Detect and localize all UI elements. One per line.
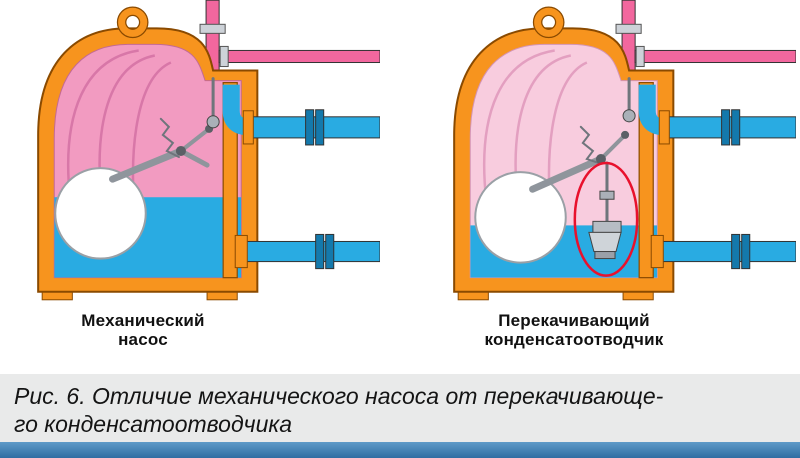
right-pump-label-line2: конденсатоотводчик bbox=[484, 330, 664, 350]
condensate-trap-figure: Перекачивающий конденсатоотводчик bbox=[400, 0, 800, 370]
footer-accent-bar bbox=[0, 442, 800, 458]
lower-inlet-pipe bbox=[650, 233, 796, 270]
right-pump-label: Перекачивающий конденсатоотводчик bbox=[424, 311, 724, 349]
lower-inlet-pipe bbox=[234, 233, 380, 270]
linkage-mechanism bbox=[109, 77, 220, 183]
linkage-mechanism bbox=[529, 77, 636, 223]
left-pump-label-line1: Механический bbox=[81, 311, 205, 330]
mechanical-pump-figure: Механический насос bbox=[0, 0, 400, 370]
check-valve-assembly bbox=[588, 190, 622, 260]
highlight-ellipse bbox=[573, 161, 639, 277]
upper-outlet-pipe bbox=[242, 109, 380, 146]
condensate-trap-diagram bbox=[453, 0, 796, 301]
caption-line1: Рис. 6. Отличие механического насоса от … bbox=[14, 383, 664, 409]
caption-line2: го конденсатоотводчика bbox=[14, 411, 293, 438]
float-ball bbox=[54, 167, 147, 260]
right-pump-label-line1: Перекачивающий bbox=[498, 311, 650, 330]
figure-caption: Рис. 6. Отличие механического насоса от … bbox=[0, 374, 800, 442]
upper-outlet-pipe bbox=[658, 109, 796, 146]
steam-inlet-pipe bbox=[615, 0, 796, 74]
left-pump-label: Механический насос bbox=[8, 311, 278, 349]
lifting-ring bbox=[532, 6, 565, 39]
lifting-ring bbox=[116, 6, 149, 39]
mechanical-pump-diagram bbox=[37, 0, 380, 301]
steam-inlet-pipe bbox=[199, 0, 380, 74]
left-pump-label-line2: насос bbox=[118, 330, 168, 350]
diagram-row: Механический насос bbox=[0, 0, 800, 370]
float-ball bbox=[474, 171, 567, 264]
